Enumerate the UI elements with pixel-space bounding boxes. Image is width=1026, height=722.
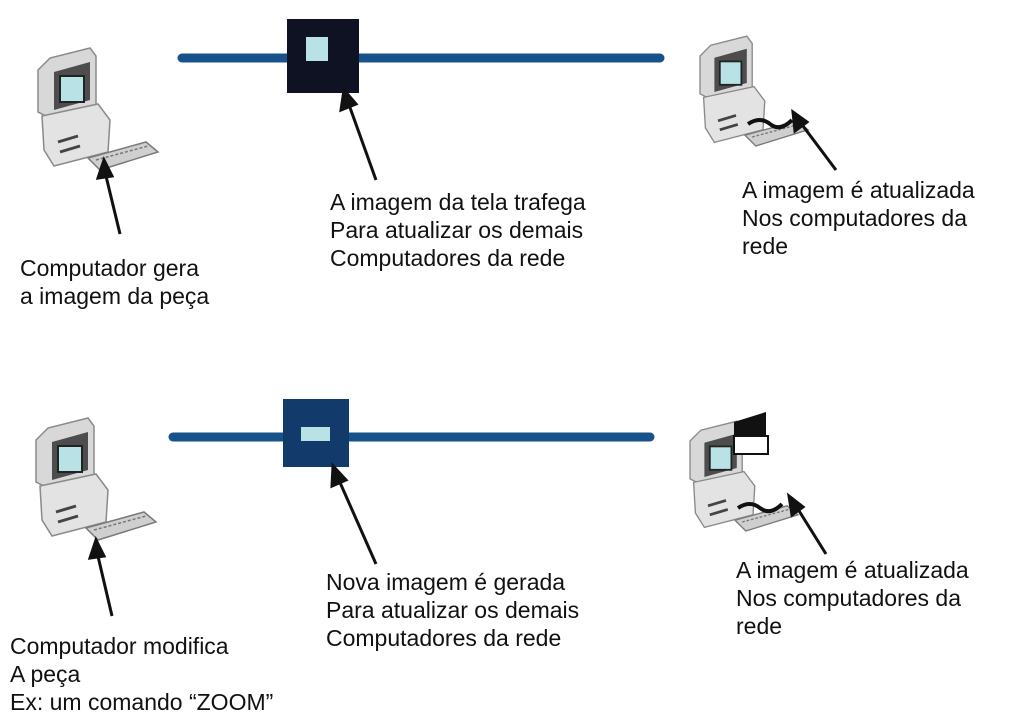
mouse-icon [746, 118, 794, 130]
label-line: Ex: um comando “ZOOM” [10, 689, 274, 715]
source-computer [34, 416, 158, 542]
label-line: Computadores da rede [326, 625, 562, 651]
receiver-label: A imagem é atualizada Nos computadores d… [736, 556, 969, 640]
packet-label: Nova imagem é gerada Para atualizar os d… [326, 568, 579, 652]
mouse-icon [736, 502, 784, 514]
data-packet [283, 399, 349, 467]
arrow-to-packet [330, 462, 378, 565]
source-label: Computador gera a imagem da peça [20, 254, 209, 310]
label-line: Computadores da rede [330, 245, 566, 271]
label-line: A imagem da tela trafega [330, 189, 586, 215]
source-computer [36, 46, 160, 172]
data-packet [287, 19, 359, 93]
label-line: Nova imagem é gerada [326, 569, 566, 595]
zoomed-image-overlay [733, 412, 769, 455]
arrow-to-receiver [791, 108, 838, 171]
label-line: A imagem é atualizada [736, 557, 969, 583]
label-line: Para atualizar os demais [330, 217, 584, 243]
label-line: Computador gera [20, 255, 199, 281]
arrow-to-receiver [786, 492, 828, 555]
packet-label: A imagem da tela trafega Para atualizar … [330, 188, 586, 272]
label-line: rede [736, 613, 783, 639]
label-line: Para atualizar os demais [326, 597, 580, 623]
receiver-label: A imagem é atualizada Nos computadores d… [742, 176, 975, 260]
source-label: Computador modifica A peça Ex: um comand… [10, 632, 273, 716]
label-line: A peça [10, 661, 81, 687]
receiver-computer [698, 34, 810, 148]
arrow-to-packet [339, 86, 378, 181]
label-line: a imagem da peça [20, 283, 210, 309]
label-line: Computador modifica [10, 633, 229, 659]
label-line: Nos computadores da [736, 585, 962, 611]
label-line: rede [742, 233, 789, 259]
arrow-to-source-computer [87, 536, 114, 617]
arrow-to-source-computer [95, 156, 122, 235]
label-line: Nos computadores da [742, 205, 968, 231]
label-line: A imagem é atualizada [742, 177, 975, 203]
